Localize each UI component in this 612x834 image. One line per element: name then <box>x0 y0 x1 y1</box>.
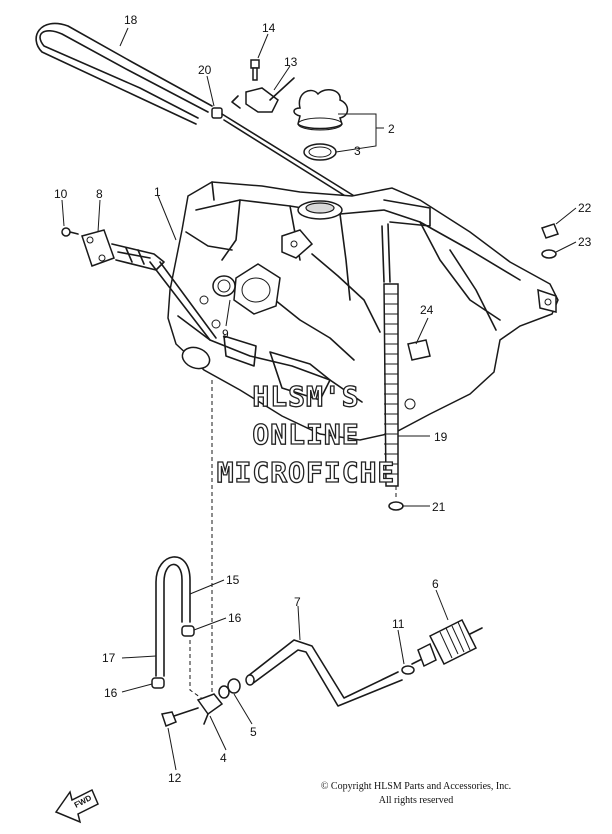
copyright-line-2: All rights reserved <box>378 795 454 806</box>
callout-19: 19 <box>434 430 448 444</box>
callout-23: 23 <box>578 235 592 249</box>
watermark-line-2: ONLINE <box>252 418 359 451</box>
damper-24 <box>407 339 431 361</box>
nut-22 <box>541 223 559 239</box>
callout-15: 15 <box>226 573 240 587</box>
callout-24: 24 <box>420 303 434 317</box>
callout-3: 3 <box>354 144 361 158</box>
breather-hose-18 <box>35 22 213 125</box>
watermark: HLSM'S ONLINE MICROFICHE <box>216 379 396 489</box>
assembly-line-b <box>189 640 205 701</box>
fuel-cap-2 <box>293 89 349 131</box>
callout-18: 18 <box>124 13 138 27</box>
watermark-line-1: HLSM'S <box>252 380 359 413</box>
callout-20: 20 <box>198 63 212 77</box>
callout-8: 8 <box>96 187 103 201</box>
screw-10 <box>61 227 79 237</box>
bracket-13 <box>231 77 295 113</box>
callout-17: 17 <box>102 651 116 665</box>
gasket-3 <box>303 143 337 161</box>
bolt-12 <box>161 707 199 727</box>
copyright-line-1: © Copyright HLSM Parts and Accessories, … <box>320 781 512 792</box>
callout-12: 12 <box>168 771 182 785</box>
callout-numbers: 18 14 20 13 2 3 10 8 1 22 23 24 9 19 21 … <box>54 13 592 785</box>
clip-16-upper <box>181 625 195 637</box>
fwd-arrow: FWD <box>54 788 99 824</box>
callout-6: 6 <box>432 577 439 591</box>
callout-7: 7 <box>294 595 301 609</box>
callout-4: 4 <box>220 751 227 765</box>
callout-21: 21 <box>432 500 446 514</box>
fuel-hose-15-17 <box>155 556 191 677</box>
callout-13: 13 <box>284 55 298 69</box>
fuel-filter-6 <box>411 618 483 668</box>
o-ring-5 <box>218 678 241 699</box>
callout-9: 9 <box>222 327 229 341</box>
clip-11 <box>401 665 415 675</box>
pump-opening-9 <box>212 263 281 315</box>
fuel-tank-1 <box>167 181 559 441</box>
callout-2: 2 <box>388 122 395 136</box>
callout-5: 5 <box>250 725 257 739</box>
callout-1: 1 <box>154 185 161 199</box>
callout-11: 11 <box>392 617 405 631</box>
fuel-sender-8 <box>81 229 217 370</box>
fuel-cock-4 <box>196 693 224 725</box>
clip-16-lower <box>151 677 165 689</box>
callout-14: 14 <box>262 21 276 35</box>
callout-22: 22 <box>578 201 592 215</box>
clip-21 <box>388 501 404 511</box>
leader-lines <box>61 27 577 771</box>
callout-10: 10 <box>54 187 68 201</box>
washer-23 <box>541 249 557 259</box>
bolt-14 <box>250 59 260 81</box>
fuel-hose-7 <box>245 639 403 707</box>
callout-16-lower: 16 <box>104 686 118 700</box>
callout-16-upper: 16 <box>228 611 242 625</box>
clip-20 <box>211 107 223 119</box>
vent-hose-19 <box>381 223 399 487</box>
watermark-line-3: MICROFICHE <box>217 456 396 489</box>
